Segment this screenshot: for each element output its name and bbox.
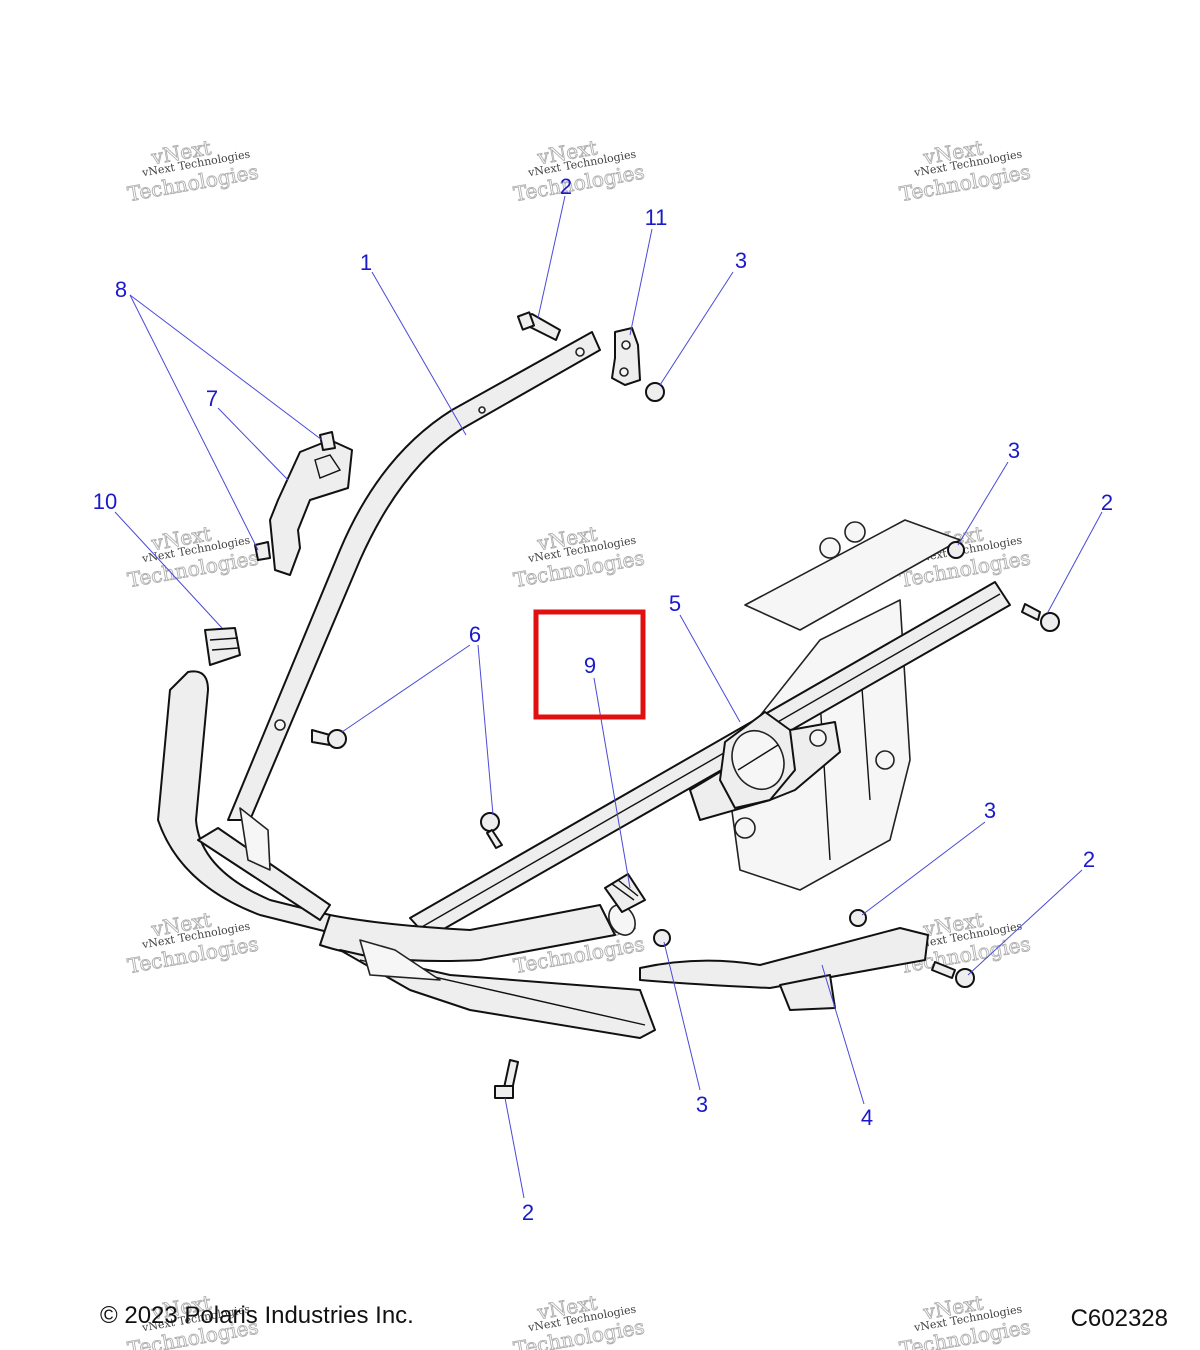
push-rivet-6a xyxy=(311,729,347,749)
callout-6: 6 xyxy=(469,622,481,647)
leader-7 xyxy=(217,407,289,481)
clip-8-upper xyxy=(319,431,336,451)
leader-9 xyxy=(593,677,631,889)
bolt-2-right xyxy=(1021,603,1060,632)
skid-plate xyxy=(339,939,656,1039)
nut-3-right xyxy=(947,541,965,559)
main-bumper-tube xyxy=(157,331,636,962)
watermark-bottom-center: vNext vNext Technologies Technologies xyxy=(511,1290,646,1350)
leader-2-bottom xyxy=(504,1097,525,1199)
figure-id: C602328 xyxy=(1070,1305,1168,1332)
callout-7: 7 xyxy=(206,386,218,411)
highlight-box xyxy=(533,609,646,720)
nut-3-top xyxy=(645,382,665,402)
callout-9: 9 xyxy=(584,653,596,678)
watermark-mid-left: vNext vNext Technologies Technologies xyxy=(125,521,260,593)
leader-8-a xyxy=(129,294,323,441)
bolt-2-top xyxy=(516,311,561,341)
lower-brace-4 xyxy=(639,927,929,1011)
callout-8: 8 xyxy=(115,277,127,302)
callout-2-right: 2 xyxy=(1101,490,1113,515)
callout-labels: 1 2 11 3 8 7 10 3 2 5 6 9 3 2 3 4 2 xyxy=(93,174,1113,1225)
callout-2-mid-right: 2 xyxy=(1083,847,1095,872)
callout-10: 10 xyxy=(93,489,117,514)
mounting-plate-5 xyxy=(689,711,841,821)
leader-1 xyxy=(371,271,467,436)
leader-3-bottom xyxy=(663,941,701,1091)
leader-8-b xyxy=(129,294,259,551)
leader-3-right xyxy=(957,461,1009,546)
callout-5: 5 xyxy=(669,591,681,616)
nut-3-bottom xyxy=(653,929,671,947)
cross-tube xyxy=(409,581,1011,939)
push-rivet-6b xyxy=(480,812,503,849)
bolt-2-bottom xyxy=(494,1059,519,1099)
callout-3-bottom: 3 xyxy=(696,1092,708,1117)
callout-2-top: 2 xyxy=(560,174,572,199)
callout-2-bottom: 2 xyxy=(522,1200,534,1225)
leader-2-right xyxy=(1047,511,1103,613)
grommet-10 xyxy=(204,627,241,666)
leader-2-top xyxy=(537,195,566,319)
callout-3-top: 3 xyxy=(735,248,747,273)
callout-1: 1 xyxy=(360,250,372,275)
copyright-text: © 2023 Polaris Industries Inc. xyxy=(100,1302,414,1329)
leader-4 xyxy=(821,964,865,1105)
callout-4: 4 xyxy=(861,1105,873,1130)
leader-6-a xyxy=(341,644,471,733)
leader-2-mid-right xyxy=(967,869,1083,976)
callout-3-right: 3 xyxy=(1008,438,1020,463)
leader-6-b xyxy=(477,644,494,816)
plate-11 xyxy=(611,327,641,386)
watermark-mid-center: vNext vNext Technologies Technologies xyxy=(511,521,646,593)
leader-3-top xyxy=(659,271,734,386)
watermark-top-center: vNext vNext Technologies Technologies xyxy=(511,135,646,207)
nut-3-mid-right xyxy=(849,909,867,927)
leader-11 xyxy=(629,228,653,336)
watermark-top-right: vNext vNext Technologies Technologies xyxy=(897,135,1032,207)
leader-lines xyxy=(114,195,1103,1199)
callout-3-mid-right: 3 xyxy=(984,798,996,823)
plug-9 xyxy=(604,873,646,913)
bracket-7 xyxy=(269,439,353,576)
watermark-low-left: vNext vNext Technologies Technologies xyxy=(125,907,260,979)
watermark-bottom-right: vNext vNext Technologies Technologies xyxy=(897,1290,1032,1350)
watermark-top-left: vNext vNext Technologies Technologies xyxy=(125,135,260,207)
clip-8-lower xyxy=(254,541,271,561)
leader-5 xyxy=(679,614,741,723)
leader-3-mid-right xyxy=(861,821,986,916)
leader-10 xyxy=(114,511,223,629)
callout-11: 11 xyxy=(645,205,668,230)
